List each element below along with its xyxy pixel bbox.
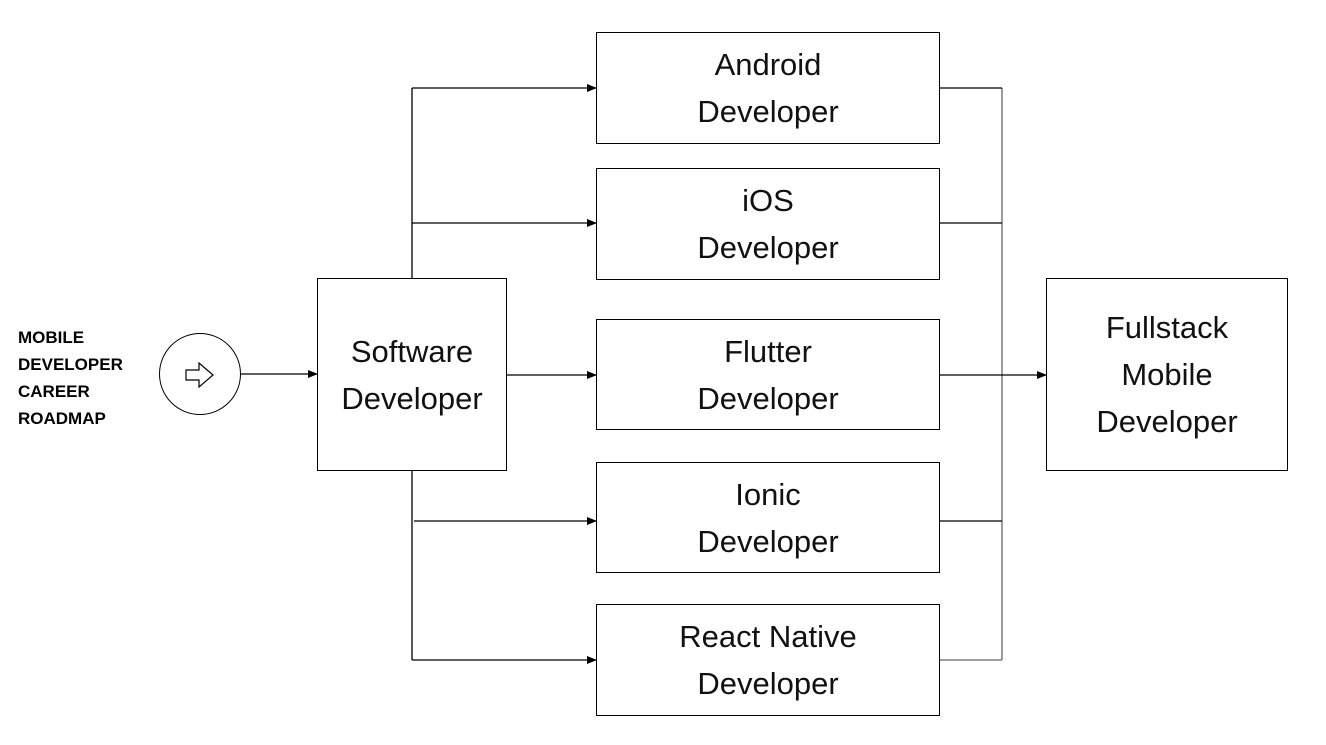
node-label: Developer (697, 380, 839, 416)
node-android-developer: Android Developer (596, 32, 940, 144)
node-label: Developer (341, 380, 483, 416)
node-label: Developer (697, 230, 839, 265)
node-label: Software (350, 333, 474, 369)
node-label: Android (714, 47, 822, 82)
node-label: Developer (697, 666, 839, 701)
node-label: Ionic (735, 476, 801, 512)
node-flutter-developer: Flutter Developer (596, 319, 940, 430)
node-ios-developer: iOS Developer (596, 168, 940, 280)
title-line: CAREER (18, 382, 90, 401)
node-label: Developer (697, 94, 839, 129)
node-label: Developer (1096, 404, 1238, 439)
node-ionic-developer: Ionic Developer (596, 462, 940, 573)
node-fullstack-mobile-developer: Fullstack Mobile Developer (1046, 278, 1288, 471)
node-label: iOS (742, 183, 794, 218)
node-label: Mobile (1121, 357, 1213, 392)
right-arrow-icon (185, 362, 214, 388)
node-react-native-developer: React Native Developer (596, 604, 940, 716)
start-node (159, 333, 241, 415)
diagram-title: MOBILE DEVELOPER CAREER ROADMAP (18, 324, 123, 432)
node-label: Flutter (724, 333, 812, 369)
node-software-developer: Software Developer (317, 278, 507, 471)
node-label: Fullstack (1105, 310, 1229, 345)
title-line: MOBILE (18, 328, 85, 347)
node-label: Developer (697, 523, 839, 559)
title-line: DEVELOPER (18, 355, 123, 374)
title-line: ROADMAP (18, 409, 106, 428)
node-label: React Native (679, 619, 857, 654)
